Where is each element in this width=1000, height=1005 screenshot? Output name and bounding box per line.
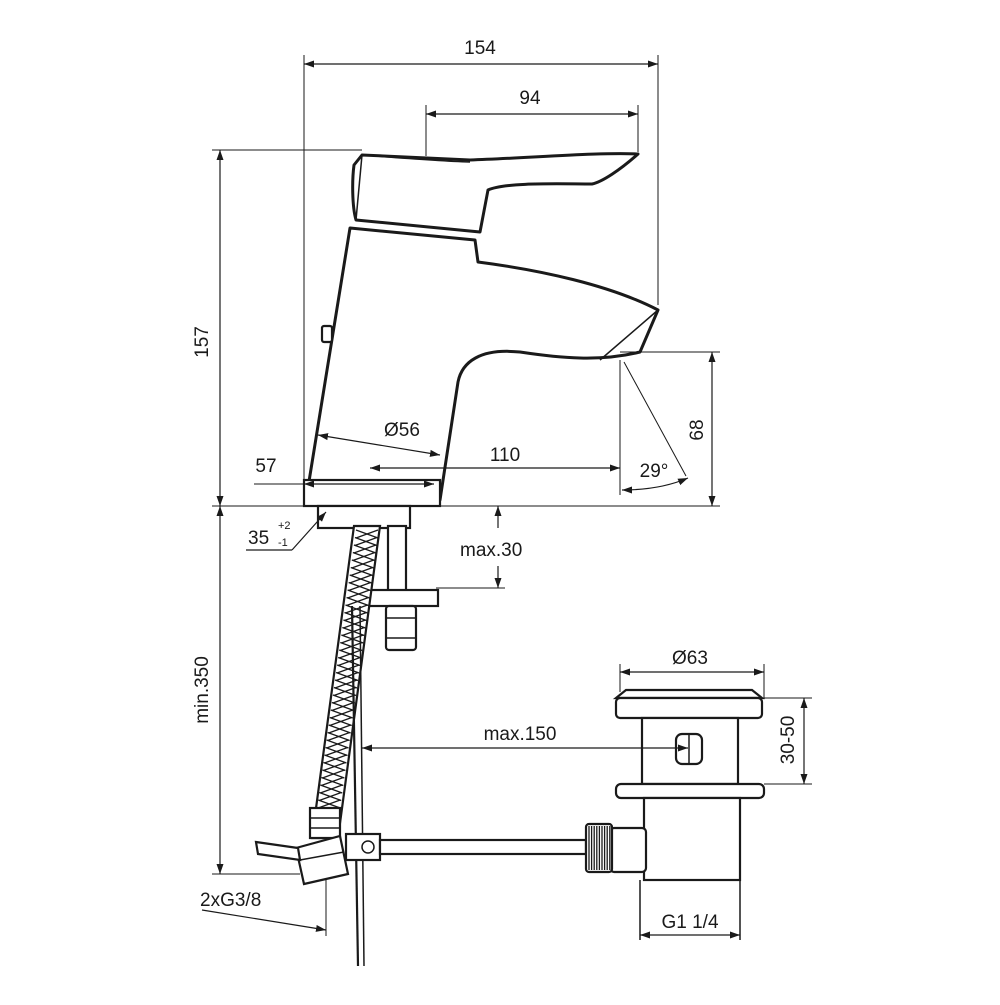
label-lever-length: 94 (519, 88, 541, 109)
mounting-parts (316, 504, 440, 652)
dimension-lines (201, 55, 812, 939)
label-base-offset: 57 (255, 456, 276, 477)
lever-handle (351, 152, 640, 234)
label-waste-thread: G1 1/4 (661, 912, 718, 933)
faucet-body (302, 226, 660, 508)
label-hole-diameter: 35 (248, 528, 269, 549)
label-spout-height: 68 (687, 419, 708, 440)
label-hole-tol-minus: -1 (278, 537, 288, 549)
label-overall-width: 154 (464, 38, 496, 59)
waste-assembly (584, 688, 766, 940)
label-max-rod-distance: max.150 (484, 724, 557, 745)
label-spout-angle: 29° (640, 461, 669, 482)
label-min-hose-length: min.350 (192, 656, 213, 724)
label-waste-height-range: 30-50 (778, 716, 799, 765)
flexible-hose (254, 524, 382, 886)
label-overall-height: 157 (192, 326, 213, 358)
label-spout-reach: 110 (490, 445, 520, 466)
label-body-diameter: Ø56 (384, 420, 420, 441)
label-max-deck-thickness: max.30 (460, 540, 522, 561)
label-hole-tol-plus: +2 (278, 520, 291, 532)
label-waste-diameter: Ø63 (672, 648, 708, 669)
label-connection-thread: 2xG3/8 (200, 890, 261, 911)
popup-rod (344, 605, 588, 967)
dimension-labels: 154 94 157 Ø56 110 57 68 29° 35 +2 -1 ma… (192, 38, 799, 933)
